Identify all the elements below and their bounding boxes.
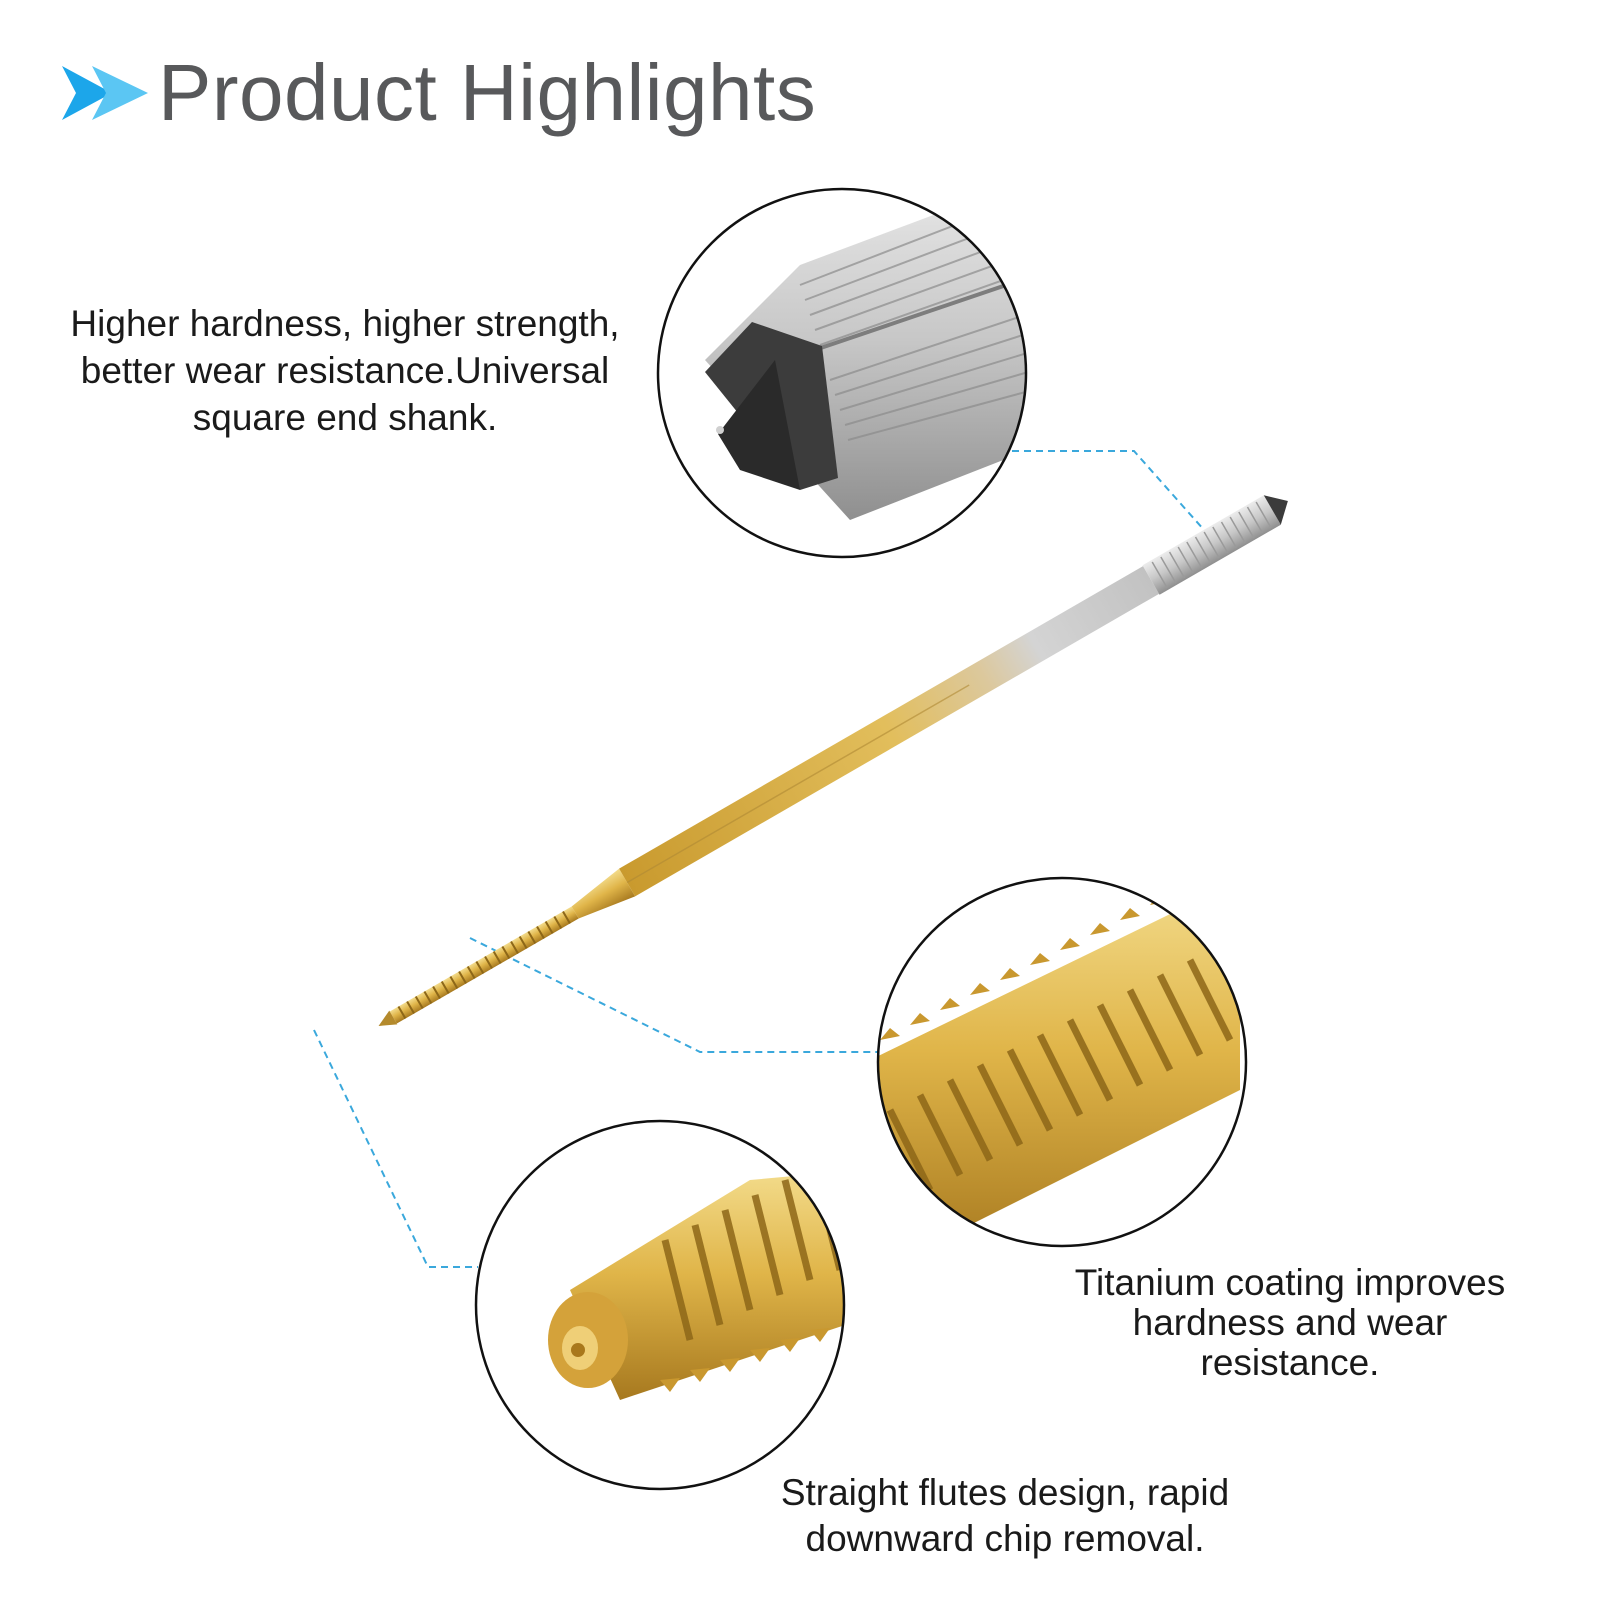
callout-line: downward chip removal.: [805, 1518, 1205, 1559]
callout-line: Titanium coating improves: [1074, 1262, 1506, 1303]
callout-coating-description: Titanium coating improves hardness and w…: [1040, 1263, 1540, 1383]
leader-line-thread: [469, 937, 878, 1053]
callout-line: Straight flutes design, rapid: [780, 1472, 1230, 1513]
callout-line: resistance.: [1200, 1342, 1380, 1383]
callout-line: better wear resistance.Universal: [80, 350, 610, 391]
product-tap-image: [378, 495, 1288, 1026]
callout-line: hardness and wear: [1132, 1302, 1448, 1343]
double-chevron-arrow-icon: [62, 66, 148, 120]
callout-shank-description: Higher hardness, higher strength, better…: [40, 300, 650, 441]
callout-line: Higher hardness, higher strength,: [70, 303, 620, 344]
callout-line: square end shank.: [192, 397, 498, 438]
page-title: Product Highlights: [158, 48, 817, 137]
leader-line-tip: [313, 1029, 478, 1268]
leader-line-shank: [1012, 450, 1221, 549]
callout-flutes-description: Straight flutes design, rapid downward c…: [745, 1470, 1265, 1562]
shank-closeup-circle: [656, 187, 1028, 559]
header: Product Highlights: [60, 48, 816, 138]
thread-closeup-circle: [876, 876, 1248, 1248]
tip-closeup-circle: [474, 1119, 846, 1491]
leader-lines: [313, 450, 1221, 1268]
